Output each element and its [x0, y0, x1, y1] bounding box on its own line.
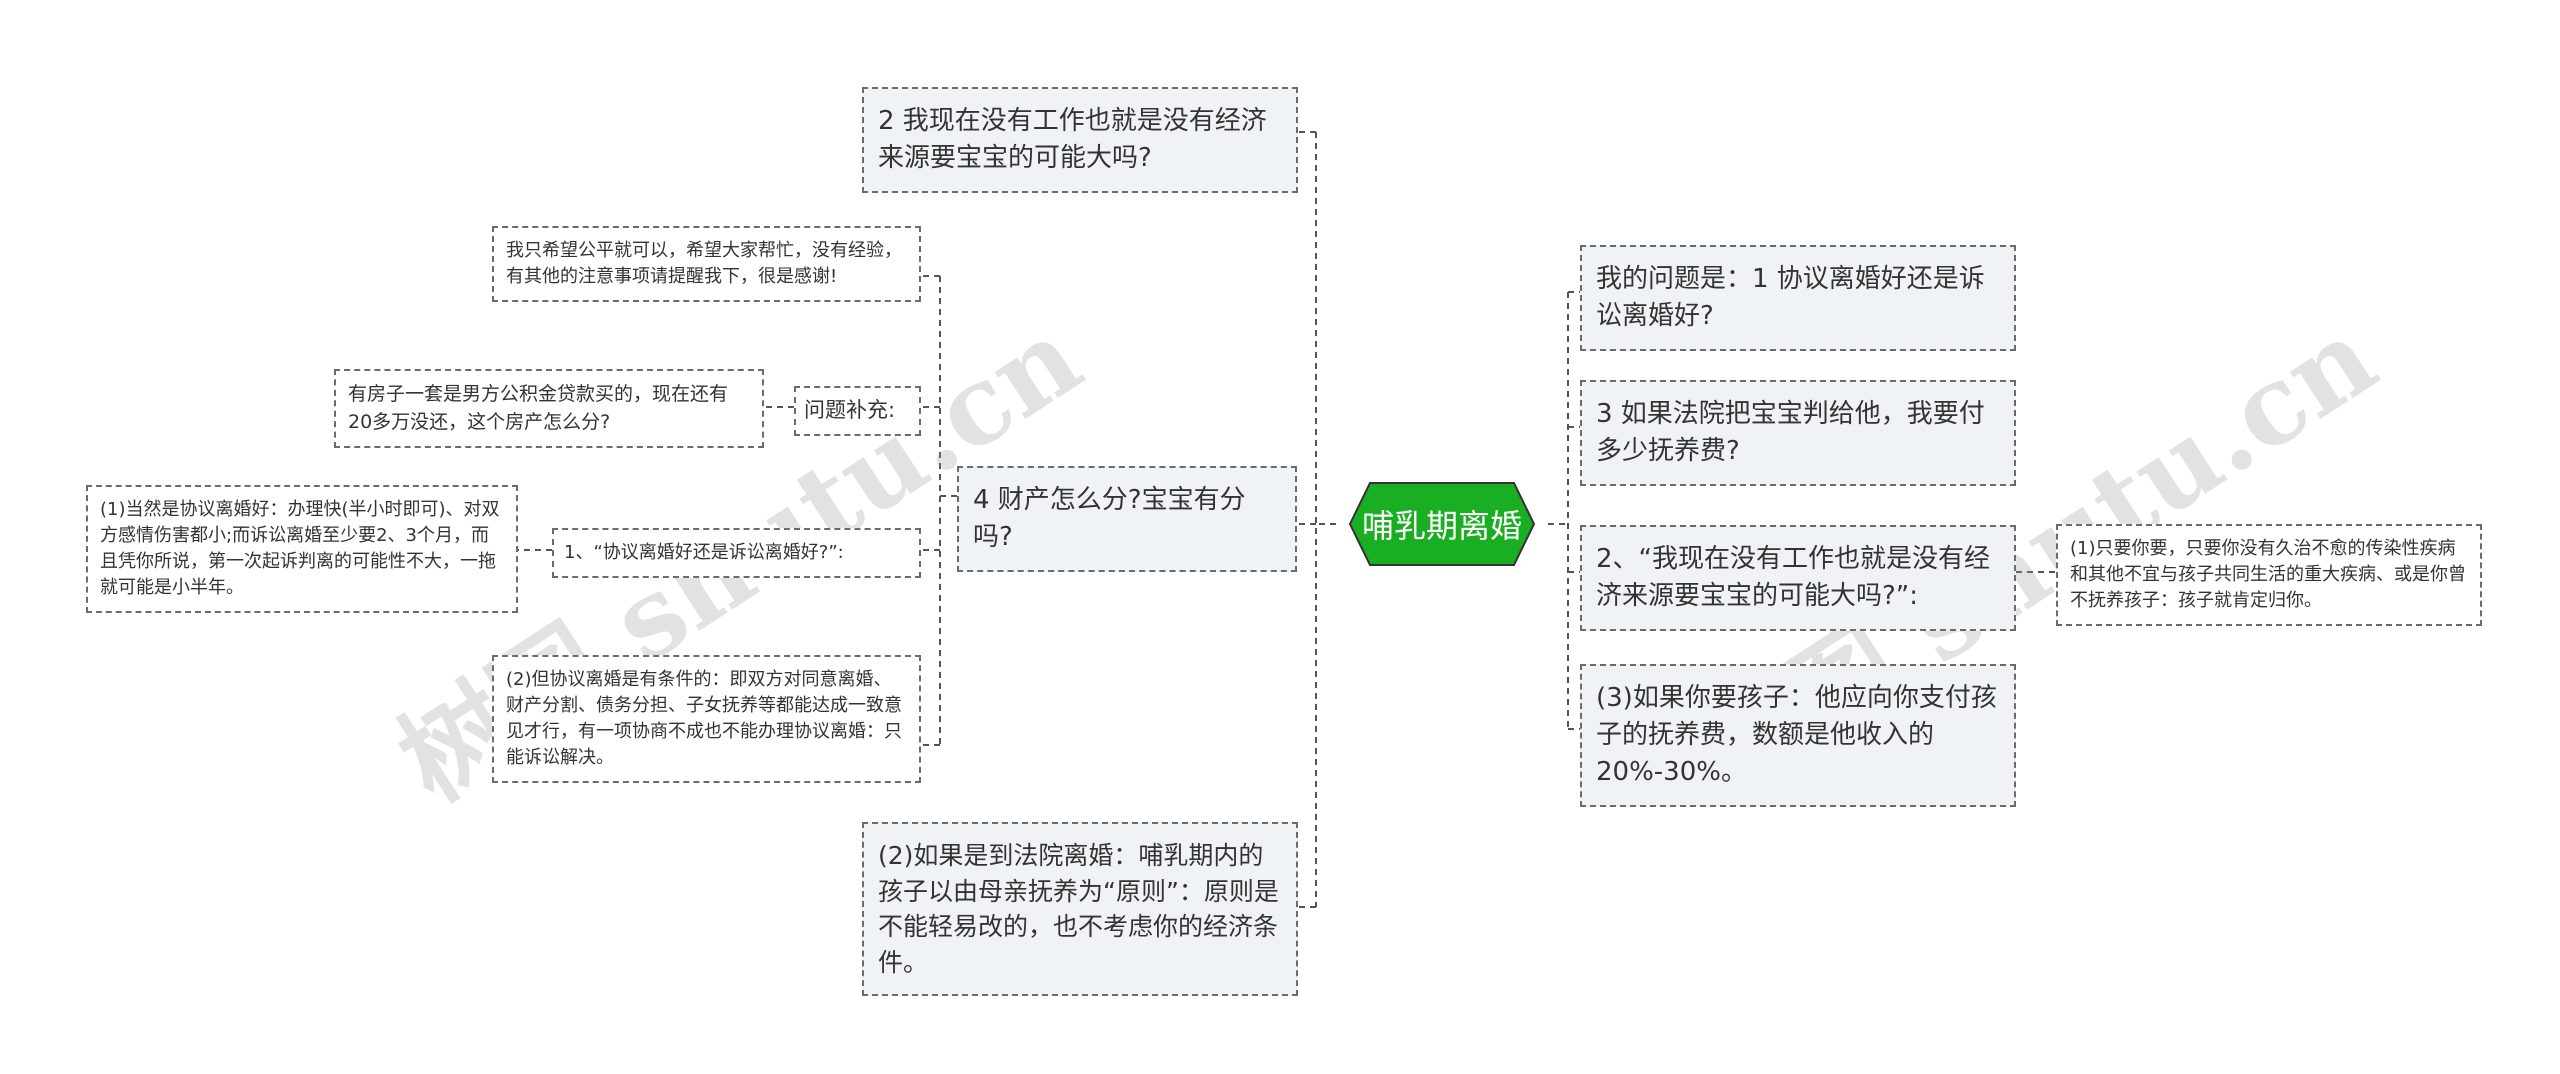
central-topic-label: 哺乳期离婚	[1361, 507, 1522, 545]
central-topic[interactable]: 哺乳期离婚	[1336, 481, 1548, 567]
subtopic-supplement[interactable]: 问题补充:	[794, 386, 921, 436]
central-topic-shape	[1348, 482, 1536, 566]
subtopic-house[interactable]: 有房子一套是男方公积金贷款买的，现在还有20多万没还，这个房产怎么分?	[334, 369, 764, 449]
subtopic-hope[interactable]: 我只希望公平就可以，希望大家帮忙，没有经验，有其他的注意事项请提醒我下，很是感谢…	[492, 226, 921, 303]
subtopic-agreement[interactable]: (2)但协议离婚是有条件的：即双方对同意离婚、财产分割、债务分担、子女抚养等都能…	[492, 655, 921, 784]
topic-q2[interactable]: 2 我现在没有工作也就是没有经济来源要宝宝的可能大吗?	[862, 87, 1298, 193]
topic-q2b[interactable]: 2、“我现在没有工作也就是没有经济来源要宝宝的可能大吗?”:	[1580, 525, 2016, 631]
subtopic-q1[interactable]: 1、“协议离婚好还是诉讼离婚好?”:	[552, 528, 921, 579]
subtopic-q2b-answer[interactable]: (1)只要你要，只要你没有久治不愈的传染性疾病和其他不宜与孩子共同生活的重大疾病…	[2056, 524, 2482, 627]
subtopic-q1-answer[interactable]: (1)当然是协议离婚好：办理快(半小时即可)、对双方感情伤害都小;而诉讼离婚至少…	[86, 485, 518, 614]
topic-q4[interactable]: 4 财产怎么分?宝宝有分吗?	[957, 466, 1297, 572]
topic-q3[interactable]: 3 如果法院把宝宝判给他，我要付多少抚养费?	[1580, 380, 2016, 486]
topic-question-main[interactable]: 我的问题是：1 协议离婚好还是诉讼离婚好?	[1580, 245, 2016, 351]
topic-support[interactable]: (3)如果你要孩子：他应向你支付孩子的抚养费，数额是他收入的20%-30%。	[1580, 664, 2016, 807]
topic-court[interactable]: (2)如果是到法院离婚：哺乳期内的孩子以由母亲抚养为“原则”：原则是不能轻易改的…	[862, 822, 1298, 996]
